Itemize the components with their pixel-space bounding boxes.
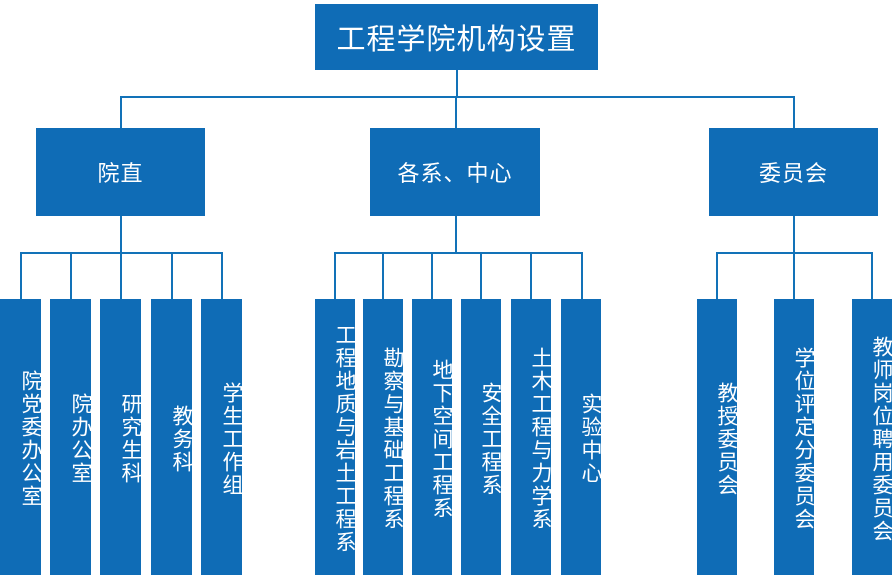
leaf-node-yuanzhi-3[interactable]: 研究生科	[100, 299, 142, 575]
leaf-node-yuanzhi-2[interactable]: 院办公室	[50, 299, 92, 575]
connector-yuanzhi-stem	[120, 216, 122, 253]
connector-gexi-child-6	[581, 252, 583, 300]
leaf-node-gexi-1[interactable]: 工程地质与岩土工程系	[315, 299, 356, 575]
connector-drop-weiyuanhui	[793, 96, 795, 128]
connector-top-bus	[120, 96, 794, 98]
connector-gexi-child-3	[431, 252, 433, 300]
leaf-node-gexi-3[interactable]: 地下空间工程系	[412, 299, 453, 575]
connector-weiyuanhui-stem	[793, 216, 795, 253]
connector-yuanzhi-child-1	[20, 252, 22, 300]
connector-yuanzhi-child-5	[221, 252, 223, 300]
leaf-node-gexi-5[interactable]: 土木工程与力学系	[511, 299, 552, 575]
connector-gexi-child-1	[334, 252, 336, 300]
leaf-node-yuanzhi-1[interactable]: 院党委办公室	[0, 299, 42, 575]
leaf-node-yuanzhi-5[interactable]: 学生工作组	[201, 299, 243, 575]
connector-weiyuanhui-child-1	[716, 252, 718, 300]
level2-node-yuanzhi[interactable]: 院直	[36, 128, 205, 216]
level2-node-gexi[interactable]: 各系、中心	[370, 128, 540, 216]
root-node[interactable]: 工程学院机构设置	[315, 4, 598, 70]
leaf-node-weiyuanhui-3[interactable]: 教师岗位聘用委员会	[852, 299, 892, 575]
connector-weiyuanhui-child-3	[871, 252, 873, 300]
connector-gexi-child-5	[530, 252, 532, 300]
leaf-node-gexi-6[interactable]: 实验中心	[561, 299, 602, 575]
connector-gexi-child-2	[382, 252, 384, 300]
connector-root-stem	[456, 70, 458, 97]
connector-weiyuanhui-child-2	[793, 252, 795, 300]
leaf-node-yuanzhi-4[interactable]: 教务科	[151, 299, 193, 575]
level2-node-weiyuanhui[interactable]: 委员会	[709, 128, 878, 216]
connector-gexi-stem	[455, 216, 457, 253]
connector-yuanzhi-child-3	[120, 252, 122, 300]
connector-yuanzhi-child-2	[70, 252, 72, 300]
connector-drop-yuanzhi	[120, 96, 122, 128]
connector-gexi-child-4	[480, 252, 482, 300]
leaf-node-weiyuanhui-1[interactable]: 教授委员会	[697, 299, 738, 575]
leaf-node-weiyuanhui-2[interactable]: 学位评定分委员会	[774, 299, 815, 575]
connector-yuanzhi-child-4	[171, 252, 173, 300]
leaf-node-gexi-2[interactable]: 勘察与基础工程系	[363, 299, 404, 575]
connector-drop-gexi	[455, 96, 457, 128]
connector-gexi-bus	[334, 252, 582, 254]
leaf-node-gexi-4[interactable]: 安全工程系	[461, 299, 502, 575]
